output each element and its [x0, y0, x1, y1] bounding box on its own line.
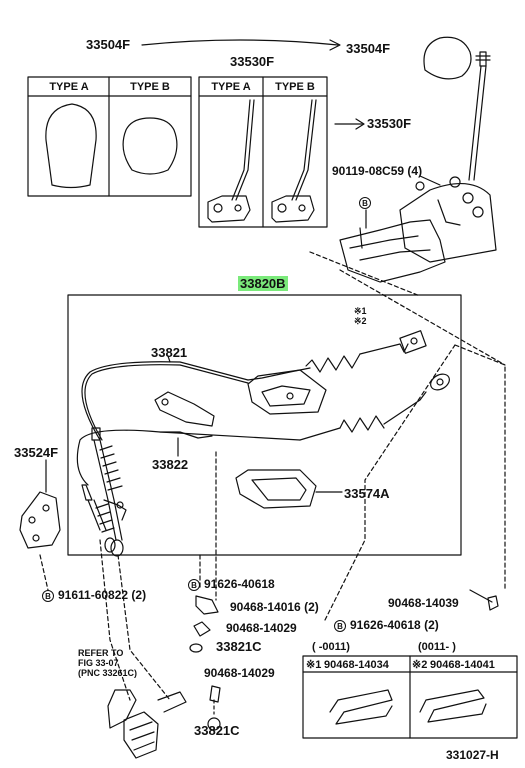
upper-cable-bracket [247, 369, 327, 415]
label-90468-14029-b: 90468-14029 [204, 666, 275, 680]
cable-assembly-box [67, 294, 462, 556]
washer-33821c-a-shape [189, 643, 203, 653]
label-33524f: 33524F [14, 445, 59, 460]
label-33822: 33822 [152, 457, 189, 472]
transmission-lever-shape [107, 689, 137, 729]
label-33504f-callout: 33504F [346, 41, 391, 56]
left-spring-2 [95, 503, 115, 533]
inset-range-a: ( -0011) [312, 641, 350, 653]
label-bolt-90119: 90119-08C59 (4) [332, 164, 423, 178]
inset-clip-b-shape [419, 689, 487, 723]
clip-14029-shape [193, 621, 211, 637]
bracket-33524f-shape [19, 491, 61, 549]
label-33821c-a: 33821C [216, 639, 262, 654]
shift-knob-shape [423, 36, 472, 80]
lever-type-a-header: TYPE A [211, 81, 251, 93]
knob-type-a-header: TYPE A [49, 81, 89, 93]
clip-14029-b-shape [209, 685, 221, 703]
knob-type-a-shape [45, 103, 97, 189]
knob-callout-arrow [141, 39, 339, 46]
figure-code: 331027-H [446, 748, 499, 762]
inset-clip-a-shape [329, 689, 393, 725]
refer-line3: (PNC 33261C) [78, 668, 138, 678]
inset-part-a: 90468-14034 [324, 659, 389, 671]
left-spring-1 [99, 445, 123, 491]
knob-type-b-header: TYPE B [130, 81, 170, 93]
cable-upper-line [81, 361, 249, 441]
knob-type-b-shape [122, 117, 178, 175]
label-90468-14039: 90468-14039 [388, 596, 459, 610]
knob-callout-arrowhead [329, 39, 341, 51]
note-2: ※2 [354, 316, 367, 326]
label-90468-14029-a: 90468-14029 [226, 621, 297, 635]
note-1: ※1 [354, 306, 367, 316]
inset-part-a-mark: ※1 [306, 659, 322, 671]
lever-base-housing [399, 182, 497, 263]
bolt-marker: B [359, 195, 375, 211]
label-33530f-group: 33530F [230, 54, 275, 69]
retainer-plate-shape [235, 469, 317, 509]
label-33574a: 33574A [344, 486, 390, 501]
shift-lever-shaft [468, 65, 482, 181]
small-cable-bracket [154, 391, 215, 427]
label-33820b-assembly: 33820B [238, 276, 288, 291]
washer-33821c-b-shape [207, 717, 221, 731]
inset-part-b-mark: ※2 [412, 659, 428, 671]
label-90468-14016: 90468-14016 (2) [230, 600, 319, 614]
cable-lower-line [76, 429, 301, 486]
inset-range-b: (0011- ) [418, 641, 456, 653]
refer-line1: REFER TO [78, 648, 124, 658]
refer-line2: FIG 33-07 [78, 658, 119, 668]
clip-14016-shape [195, 595, 219, 615]
inset-part-b: 90468-14041 [430, 659, 495, 671]
label-33821: 33821 [151, 345, 188, 360]
label-33821c-b: 33821C [194, 723, 240, 738]
label-33530f-callout: 33530F [367, 116, 412, 131]
lever-type-b-header: TYPE B [275, 81, 315, 93]
label-33504f-group: 33504F [86, 37, 131, 52]
